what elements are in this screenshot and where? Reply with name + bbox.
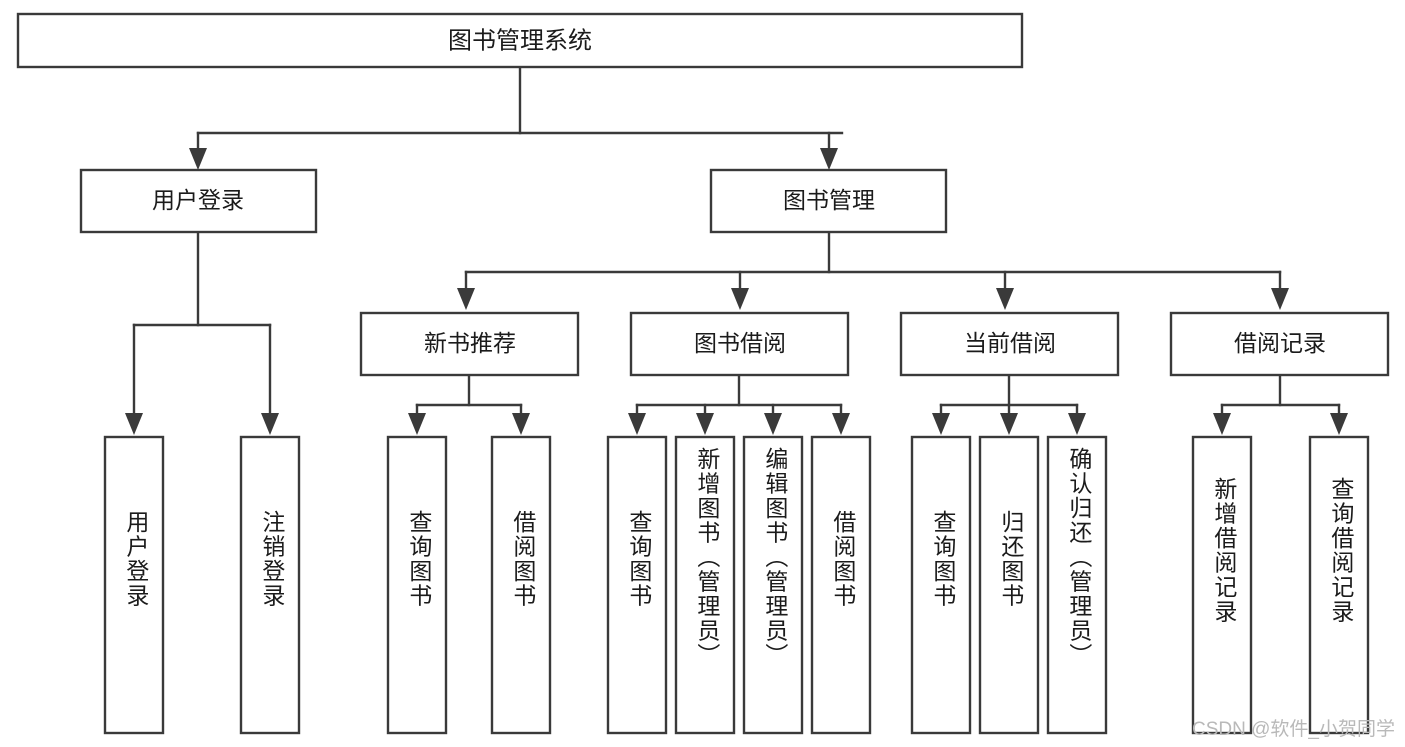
node-new-book-recommend-label: 新书推荐 [424, 330, 516, 356]
leaf-node-edit-book[interactable]: 编辑图书（管理员） [742, 435, 804, 735]
arrow-to-book-borrow [731, 288, 749, 310]
node-borrow-record-label: 借阅记录 [1234, 330, 1326, 356]
leaf-node-borrow-book-2-label: 借阅图书 [830, 510, 857, 608]
node-user-login[interactable]: 用户登录 [79, 168, 318, 234]
connector-borrow-record-to-leaves [1220, 373, 1341, 415]
arrow-to-leaf-add-record [1213, 413, 1231, 435]
leaf-node-borrow-book-2[interactable]: 借阅图书 [810, 435, 872, 735]
leaf-node-return-book[interactable]: 归还图书 [978, 435, 1040, 735]
node-root-book-management-system[interactable]: 图书管理系统 [16, 12, 1024, 69]
node-user-login-label: 用户登录 [152, 187, 244, 213]
arrow-to-leaf-return-book [1000, 413, 1018, 435]
leaf-node-query-book-1-label: 查询图书 [406, 510, 433, 608]
arrow-to-leaf-query-book-3 [932, 413, 950, 435]
arrow-to-leaf-query-book-1 [408, 413, 426, 435]
node-current-borrow[interactable]: 当前借阅 [899, 311, 1120, 377]
leaf-node-query-book-1[interactable]: 查询图书 [386, 435, 448, 735]
arrow-to-leaf-borrow-book-1 [512, 413, 530, 435]
leaf-node-query-book-2-label: 查询图书 [626, 510, 653, 608]
arrow-to-leaf-add-book [696, 413, 714, 435]
leaf-node-logout[interactable]: 注销登录 [239, 435, 301, 735]
leaf-node-add-record-label: 新增借阅记录 [1211, 477, 1238, 624]
leaf-node-user-login[interactable]: 用户登录 [103, 435, 165, 735]
arrow-to-leaf-query-book-2 [628, 413, 646, 435]
connector-book-management-to-level3 [464, 230, 1282, 290]
node-current-borrow-label: 当前借阅 [964, 330, 1056, 356]
arrow-to-current-borrow [996, 288, 1014, 310]
leaf-node-query-book-2[interactable]: 查询图书 [606, 435, 668, 735]
arrow-to-borrow-record [1271, 288, 1289, 310]
csdn-watermark: CSDN @软件_小贺同学 [1192, 719, 1395, 740]
arrow-to-leaf-user-login [125, 413, 143, 435]
connector-new-book-recommend-to-leaves [415, 373, 523, 415]
leaf-node-query-record-label: 查询借阅记录 [1328, 477, 1355, 624]
arrow-to-leaf-logout [261, 413, 279, 435]
arrow-to-new-book-recommend [457, 288, 475, 310]
arrow-to-leaf-confirm-return [1068, 413, 1086, 435]
leaf-node-borrow-book-1[interactable]: 借阅图书 [490, 435, 552, 735]
node-new-book-recommend[interactable]: 新书推荐 [359, 311, 580, 377]
leaf-node-logout-label: 注销登录 [259, 510, 286, 608]
leaf-node-return-book-label: 归还图书 [998, 510, 1025, 608]
node-book-borrow[interactable]: 图书借阅 [629, 311, 850, 377]
connector-current-borrow-to-leaves [939, 373, 1079, 415]
leaf-node-query-book-3-label: 查询图书 [930, 510, 957, 608]
leaf-node-confirm-return[interactable]: 确认归还（管理员） [1046, 435, 1108, 735]
leaf-node-add-book[interactable]: 新增图书（管理员） [674, 435, 736, 735]
leaf-node-add-record[interactable]: 新增借阅记录 [1191, 435, 1253, 735]
arrow-to-leaf-borrow-book-2 [832, 413, 850, 435]
connector-book-borrow-to-leaves [635, 373, 843, 415]
node-root-label: 图书管理系统 [448, 27, 592, 54]
connector-user-login-to-leaves [132, 230, 272, 415]
leaf-node-user-login-label: 用户登录 [123, 510, 150, 608]
arrow-to-book-management [820, 148, 838, 170]
node-book-management-label: 图书管理 [783, 187, 875, 213]
leaf-node-add-book-label: 新增图书（管理员） [694, 447, 721, 668]
arrow-to-user-login [189, 148, 207, 170]
arrow-to-leaf-query-record [1330, 413, 1348, 435]
node-borrow-record[interactable]: 借阅记录 [1169, 311, 1390, 377]
leaf-node-edit-book-label: 编辑图书（管理员） [762, 447, 789, 668]
leaf-node-query-record[interactable]: 查询借阅记录 [1308, 435, 1370, 735]
leaf-node-query-book-3[interactable]: 查询图书 [910, 435, 972, 735]
leaf-node-borrow-book-1-label: 借阅图书 [510, 510, 537, 608]
node-book-management[interactable]: 图书管理 [709, 168, 948, 234]
arrow-to-leaf-edit-book [764, 413, 782, 435]
connector-root-to-level2 [196, 65, 844, 150]
leaf-node-confirm-return-label: 确认归还（管理员） [1066, 447, 1093, 668]
node-book-borrow-label: 图书借阅 [694, 330, 786, 356]
